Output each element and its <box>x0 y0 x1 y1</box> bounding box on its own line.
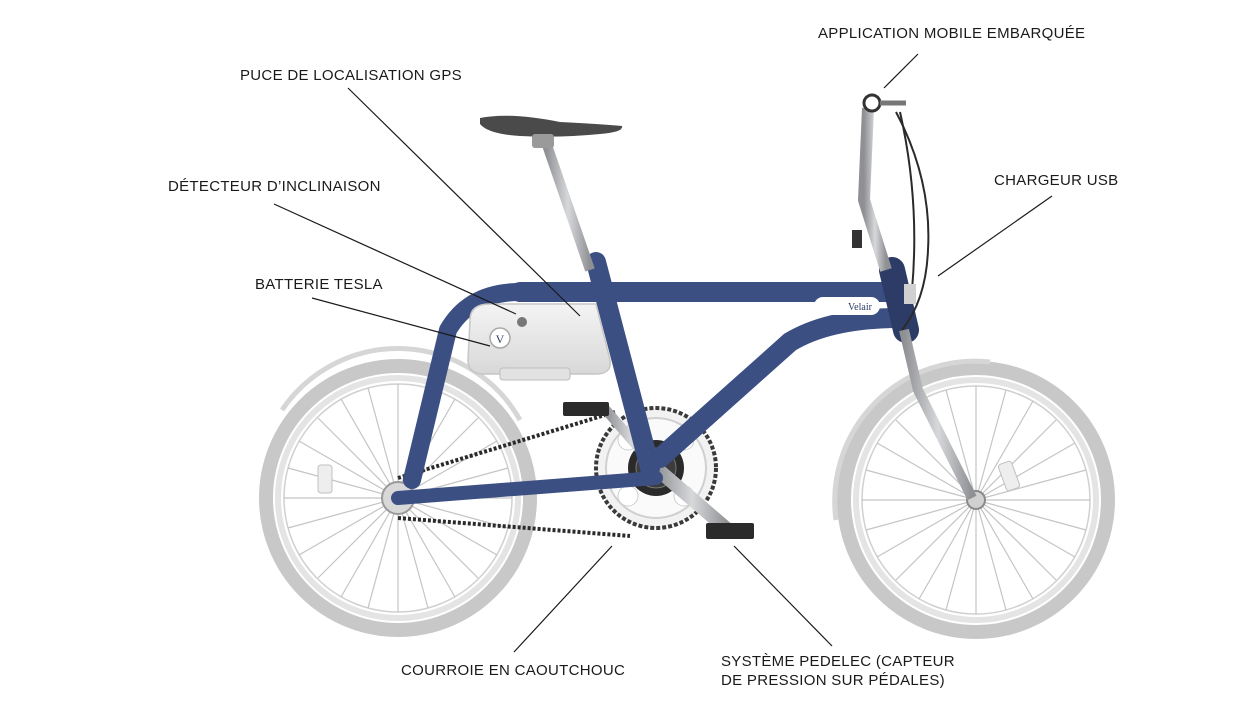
front-wheel <box>832 358 1115 639</box>
leader-gps <box>347 87 581 317</box>
leader-lines <box>273 53 1053 653</box>
label-mobile-app: APPLICATION MOBILE EMBARQUÉE <box>818 25 1086 42</box>
label-gps-chip: PUCE DE LOCALISATION GPS <box>240 67 462 84</box>
label-battery: BATTERIE TESLA <box>255 276 383 293</box>
label-pedelec-line1: SYSTÈME PEDELEC (CAPTEUR <box>721 653 955 670</box>
leader-belt <box>513 545 613 653</box>
frame-brand-text: Velair <box>848 302 873 313</box>
label-pedelec-line2: DE PRESSION SUR PÉDALES) <box>721 672 945 689</box>
frame-brand-badge: Velair <box>814 297 880 315</box>
leader-battery <box>311 297 491 347</box>
label-usb-charger: CHARGEUR USB <box>994 172 1119 189</box>
steering-assembly <box>852 93 977 501</box>
seat-assembly <box>480 115 623 272</box>
bike-frame <box>391 252 919 505</box>
leader-usb <box>937 195 1053 277</box>
leader-tilt <box>273 203 517 315</box>
leader-pedelec <box>733 545 833 647</box>
label-rubber-belt: COURROIE EN CAOUTCHOUC <box>401 662 626 679</box>
battery-logo: V <box>496 332 505 346</box>
label-tilt-detector: DÉTECTEUR D’INCLINAISON <box>168 178 381 195</box>
drive-belt <box>397 410 631 538</box>
battery-pack: V <box>467 303 611 381</box>
leader-app <box>883 53 919 89</box>
